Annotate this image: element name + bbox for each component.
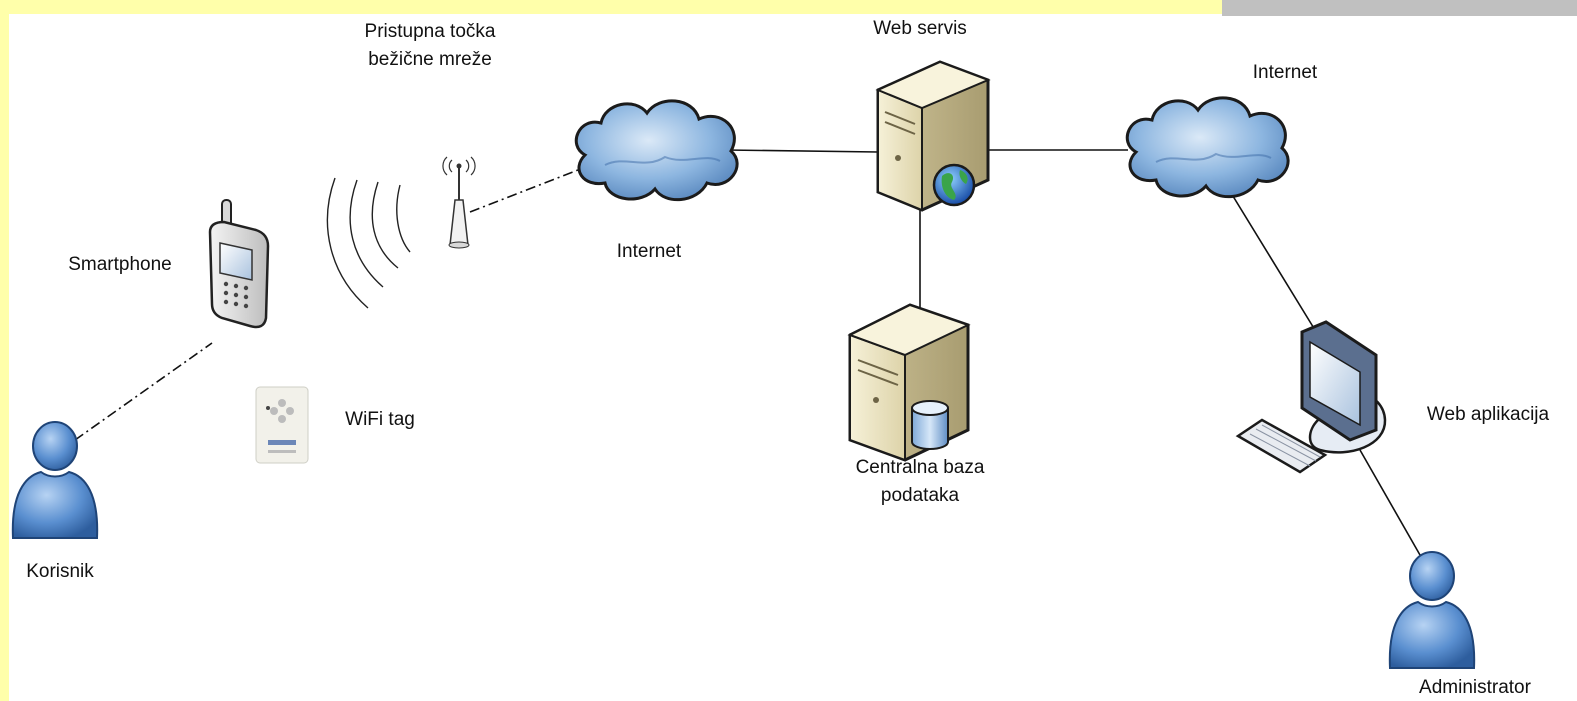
label-database-line1: Centralna baza <box>855 457 985 478</box>
label-admin: Administrator <box>1419 677 1531 698</box>
label-smartphone: Smartphone <box>68 254 172 275</box>
label-web-app: Web aplikacija <box>1426 404 1550 425</box>
corner-bar <box>1222 0 1577 16</box>
link-user-phone <box>74 342 213 441</box>
label-database-line2: podataka <box>880 485 960 506</box>
link-internet-webapp <box>1227 187 1316 331</box>
label-wifi-tag: WiFi tag <box>345 409 415 430</box>
wifi-tag-icon <box>255 386 309 464</box>
cloud-icon-left <box>574 99 739 202</box>
link-webapp-admin <box>1359 449 1421 556</box>
database-icon <box>911 400 949 450</box>
antenna-icon <box>442 156 476 249</box>
smartphone-icon <box>208 199 270 329</box>
label-access-point-line1: Pristupna točka <box>364 21 496 42</box>
globe-icon <box>932 163 976 207</box>
label-database: Centralna baza podataka <box>810 456 1030 508</box>
label-access-point-line2: bežične mreže <box>368 49 492 70</box>
top-border <box>0 0 1577 14</box>
cloud-icon-right <box>1125 96 1290 199</box>
keyboard-icon <box>1235 418 1328 474</box>
label-access-point: Pristupna točka bežične mreže <box>320 20 540 72</box>
label-internet-left: Internet <box>616 241 682 262</box>
monitor-icon <box>1300 320 1387 454</box>
wifi-waves-icon <box>326 177 411 309</box>
label-internet-right: Internet <box>1252 62 1318 83</box>
left-border <box>0 0 9 701</box>
link-internet-server <box>724 149 879 153</box>
label-user: Korisnik <box>26 561 94 582</box>
database-server-icon <box>847 303 971 462</box>
label-web-service: Web servis <box>873 18 967 39</box>
